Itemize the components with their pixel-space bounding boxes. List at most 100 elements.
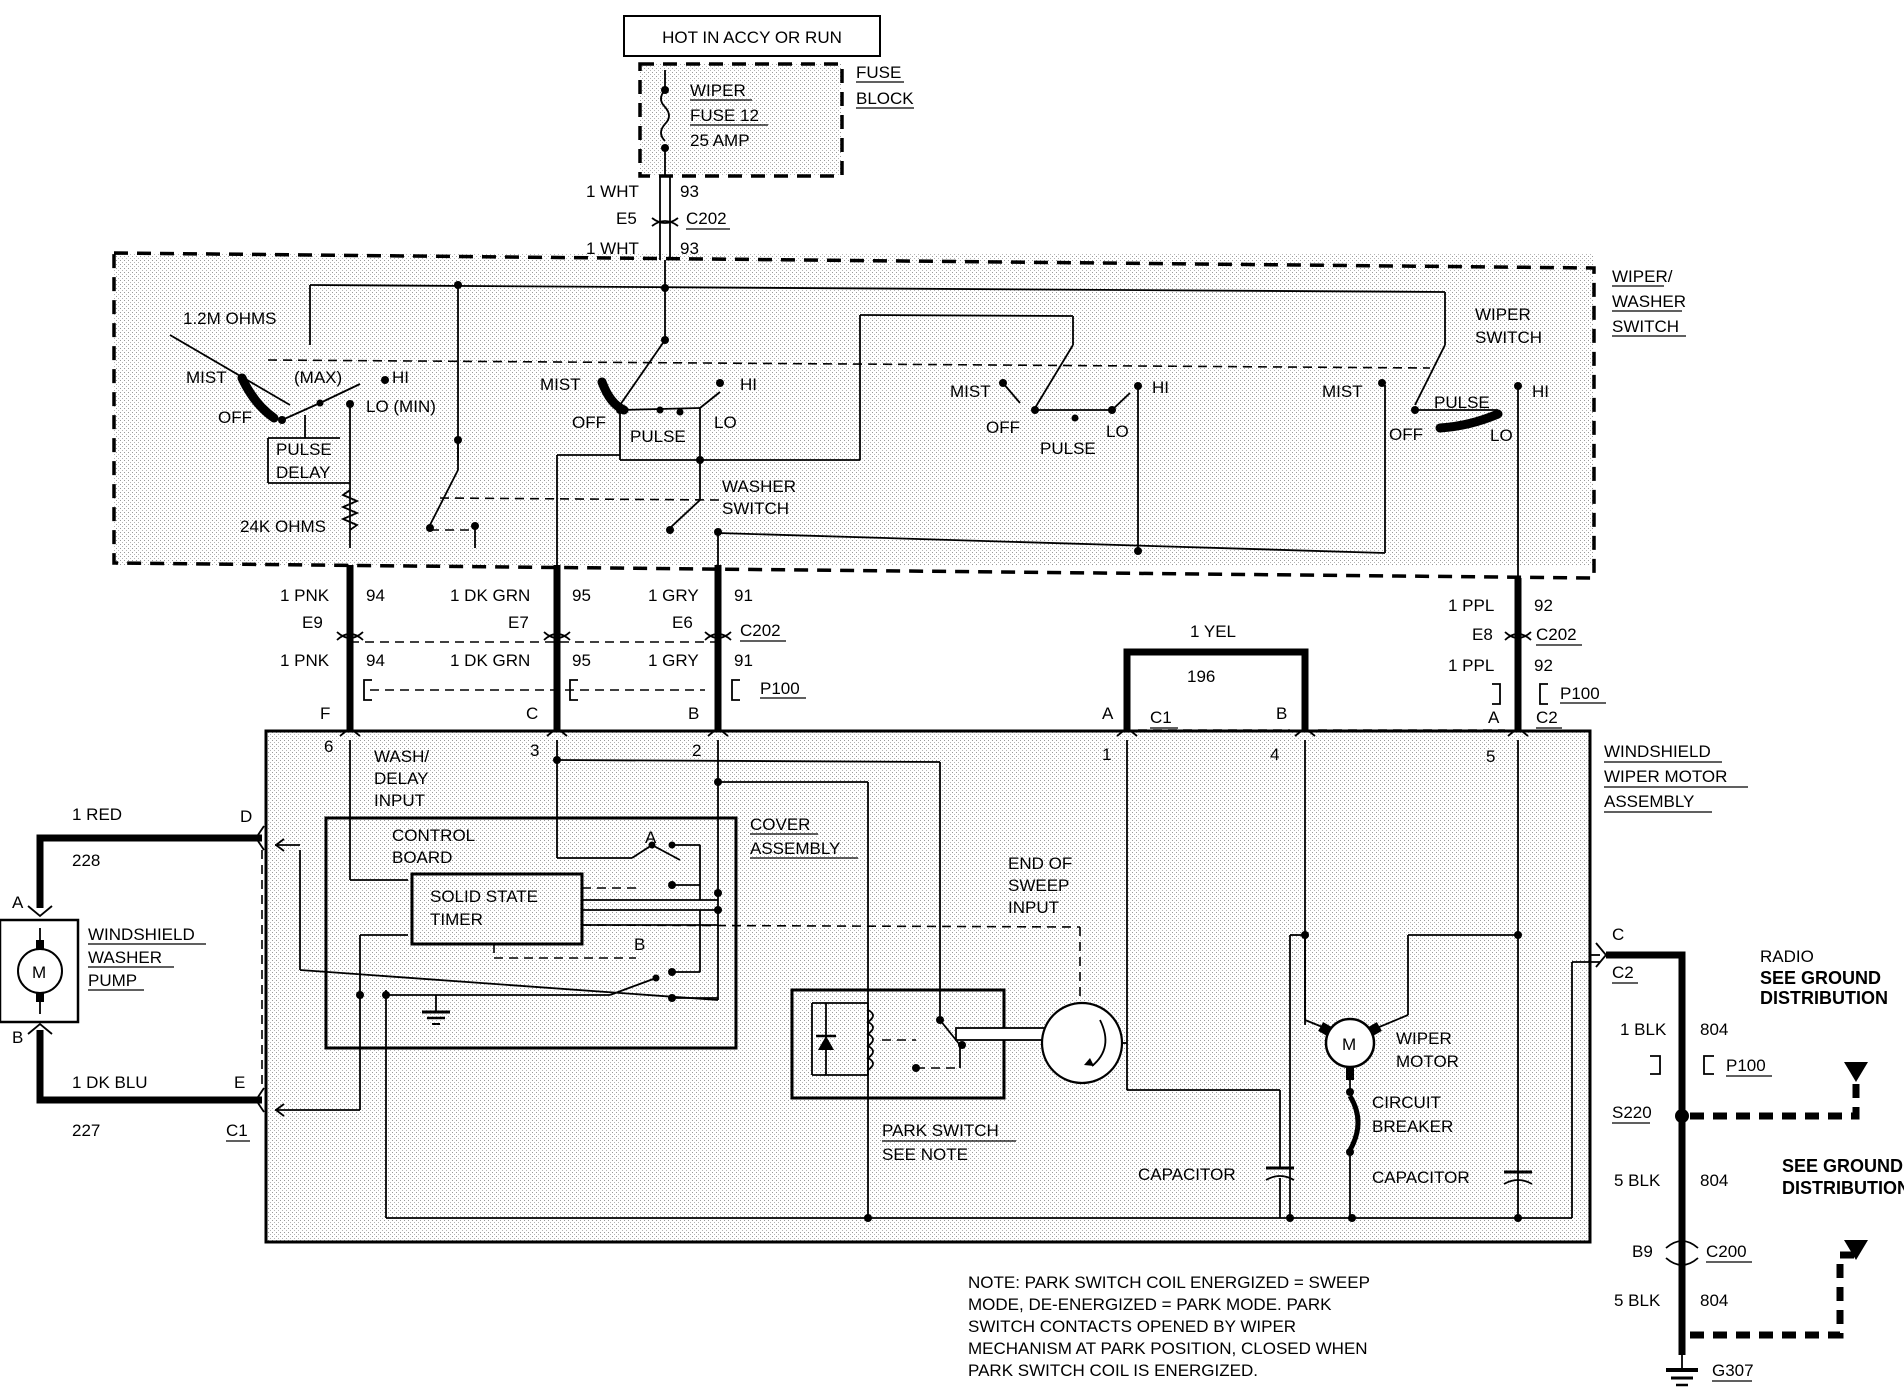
c202-label-ppl: C202 bbox=[1536, 625, 1577, 644]
relay-contact-b: B bbox=[436, 910, 718, 1002]
svg-text:1 WHT: 1 WHT bbox=[586, 182, 639, 201]
svg-text:MIST: MIST bbox=[186, 368, 227, 387]
svg-text:CIRCUIT: CIRCUIT bbox=[1372, 1093, 1441, 1112]
svg-text:94: 94 bbox=[366, 651, 385, 670]
svg-text:E5: E5 bbox=[616, 209, 637, 228]
control-board-box bbox=[324, 816, 738, 1050]
svg-text:MIST: MIST bbox=[540, 375, 581, 394]
svg-text:227: 227 bbox=[72, 1121, 100, 1140]
svg-text:MODE, DE-ENERGIZED = PARK MODE: MODE, DE-ENERGIZED = PARK MODE. PARK bbox=[968, 1295, 1332, 1314]
ground-circuit-804: C C2 1 BLK 804 P100 S220 5 BLK 804 B9 C2… bbox=[1590, 925, 1868, 1387]
svg-text:NOTE: PARK SWITCH COIL ENERGIZ: NOTE: PARK SWITCH COIL ENERGIZED = SWEEP bbox=[968, 1273, 1370, 1292]
switch-shade bbox=[114, 253, 1594, 565]
motor-pin-labels: 6 3 2 1 4 5 bbox=[324, 737, 1495, 766]
svg-text:PULSE: PULSE bbox=[630, 427, 686, 446]
c200-label: C200 bbox=[1706, 1242, 1747, 1261]
svg-text:A: A bbox=[1102, 704, 1114, 723]
svg-text:1 DK BLU: 1 DK BLU bbox=[72, 1073, 148, 1092]
switch-bus-wiring bbox=[267, 260, 1446, 555]
svg-text:228: 228 bbox=[72, 851, 100, 870]
svg-text:5 BLK: 5 BLK bbox=[1614, 1171, 1661, 1190]
svg-text:WIPER: WIPER bbox=[1396, 1029, 1452, 1048]
delay-switch-section: 1.2M OHMS MIST (MAX) HI OFF LO (MIN) PUL… bbox=[169, 309, 479, 548]
svg-text:DISTRIBUTION: DISTRIBUTION bbox=[1760, 988, 1888, 1008]
wiper-motor-assembly-outline bbox=[264, 729, 1592, 1244]
svg-text:A: A bbox=[1488, 708, 1500, 727]
svg-text:B: B bbox=[634, 935, 645, 954]
c202-label-main: C202 bbox=[740, 621, 781, 640]
svg-text:B9: B9 bbox=[1632, 1242, 1653, 1261]
fuse-block-outline bbox=[638, 62, 844, 178]
svg-text:WASHER: WASHER bbox=[88, 948, 162, 967]
wire-92-ppl: 1 PPL 92 E8 C202 1 PPL 92 P100 A C2 bbox=[1448, 578, 1606, 730]
c1-label-pump: C1 bbox=[226, 1121, 248, 1140]
end-of-sweep-input: END OF SWEEP INPUT bbox=[581, 854, 1081, 1010]
park-switch-label: PARK SWITCH SEE NOTE bbox=[882, 1121, 1016, 1164]
svg-text:SEE GROUND: SEE GROUND bbox=[1760, 968, 1881, 988]
p100-label-ppl: P100 bbox=[1560, 684, 1600, 703]
svg-text:RADIO: RADIO bbox=[1760, 947, 1814, 966]
svg-text:95: 95 bbox=[572, 586, 591, 605]
svg-text:1 PPL: 1 PPL bbox=[1448, 596, 1494, 615]
svg-text:1 PPL: 1 PPL bbox=[1448, 656, 1494, 675]
svg-text:E9: E9 bbox=[302, 613, 323, 632]
svg-text:LO: LO bbox=[1490, 426, 1513, 445]
p100-label-ground: P100 bbox=[1726, 1056, 1766, 1075]
p100-label-main: P100 bbox=[760, 679, 800, 698]
wire-95-dk-grn: 1 DK GRN 95 E7 1 DK GRN 95 C bbox=[450, 565, 591, 730]
svg-text:PULSE: PULSE bbox=[276, 440, 332, 459]
svg-text:804: 804 bbox=[1700, 1171, 1728, 1190]
svg-text:1 DK GRN: 1 DK GRN bbox=[450, 586, 530, 605]
wire-94-pnk: 1 PNK 94 E9 1 PNK 94 F bbox=[280, 565, 385, 730]
svg-text:91: 91 bbox=[734, 651, 753, 670]
svg-text:SWITCH CONTACTS OPENED BY WIPE: SWITCH CONTACTS OPENED BY WIPER bbox=[968, 1317, 1296, 1336]
svg-text:LO (MIN): LO (MIN) bbox=[366, 397, 436, 416]
svg-text:1 DK GRN: 1 DK GRN bbox=[450, 651, 530, 670]
svg-text:SWITCH: SWITCH bbox=[1475, 328, 1542, 347]
pump-motor-m-icon: M bbox=[32, 963, 46, 982]
svg-text:INPUT: INPUT bbox=[374, 791, 425, 810]
wiper-switch-label: WIPER bbox=[1475, 305, 1531, 324]
svg-text:804: 804 bbox=[1700, 1020, 1728, 1039]
svg-text:OFF: OFF bbox=[572, 413, 606, 432]
wire-91-gry: 1 GRY 91 E6 C202 1 GRY 91 B P100 bbox=[648, 565, 806, 730]
svg-text:1 GRY: 1 GRY bbox=[648, 586, 699, 605]
svg-text:3: 3 bbox=[530, 741, 539, 760]
svg-text:C: C bbox=[1612, 925, 1624, 944]
svg-text:PARK SWITCH: PARK SWITCH bbox=[882, 1121, 999, 1140]
ground-g307-label: G307 bbox=[1712, 1361, 1754, 1380]
svg-text:1 BLK: 1 BLK bbox=[1620, 1020, 1667, 1039]
svg-text:94: 94 bbox=[366, 586, 385, 605]
svg-text:WASH/: WASH/ bbox=[374, 747, 429, 766]
svg-text:BLOCK: BLOCK bbox=[856, 89, 914, 108]
control-board-label: CONTROL BOARD bbox=[392, 826, 475, 867]
svg-text:92: 92 bbox=[1534, 596, 1553, 615]
svg-text:C202: C202 bbox=[686, 209, 727, 228]
svg-text:2: 2 bbox=[692, 741, 701, 760]
park-switch-note: NOTE: PARK SWITCH COIL ENERGIZED = SWEEP… bbox=[968, 1273, 1370, 1380]
c1-label-yel: C1 bbox=[1150, 708, 1172, 727]
washer-pump: M WINDSHIELD WASHER PUMP bbox=[0, 825, 265, 1113]
svg-text:DELAY: DELAY bbox=[374, 769, 429, 788]
svg-text:1 GRY: 1 GRY bbox=[648, 651, 699, 670]
svg-text:SEE GROUND: SEE GROUND bbox=[1782, 1156, 1903, 1176]
svg-text:TIMER: TIMER bbox=[430, 910, 483, 929]
svg-text:SEE NOTE: SEE NOTE bbox=[882, 1145, 968, 1164]
svg-text:BREAKER: BREAKER bbox=[1372, 1117, 1453, 1136]
capacitor-right: CAPACITOR bbox=[1372, 1168, 1533, 1187]
svg-text:DELAY: DELAY bbox=[276, 463, 331, 482]
svg-text:HI: HI bbox=[392, 368, 409, 387]
radio-ground-label: RADIO SEE GROUND DISTRIBUTION bbox=[1760, 947, 1888, 1008]
svg-text:END OF: END OF bbox=[1008, 854, 1072, 873]
feed-wire-93: 1 WHT 93 E5 C202 1 WHT 93 bbox=[586, 176, 730, 260]
svg-text:1 PNK: 1 PNK bbox=[280, 651, 330, 670]
svg-text:PULSE: PULSE bbox=[1434, 393, 1490, 412]
svg-text:WINDSHIELD: WINDSHIELD bbox=[1604, 742, 1711, 761]
fuse-label-3: 25 AMP bbox=[690, 131, 750, 150]
svg-text:E: E bbox=[234, 1073, 245, 1092]
park-switch bbox=[811, 1001, 1127, 1085]
svg-text:OFF: OFF bbox=[1389, 425, 1423, 444]
svg-text:E8: E8 bbox=[1472, 625, 1493, 644]
svg-text:SWEEP: SWEEP bbox=[1008, 876, 1069, 895]
svg-text:B: B bbox=[12, 1028, 23, 1047]
